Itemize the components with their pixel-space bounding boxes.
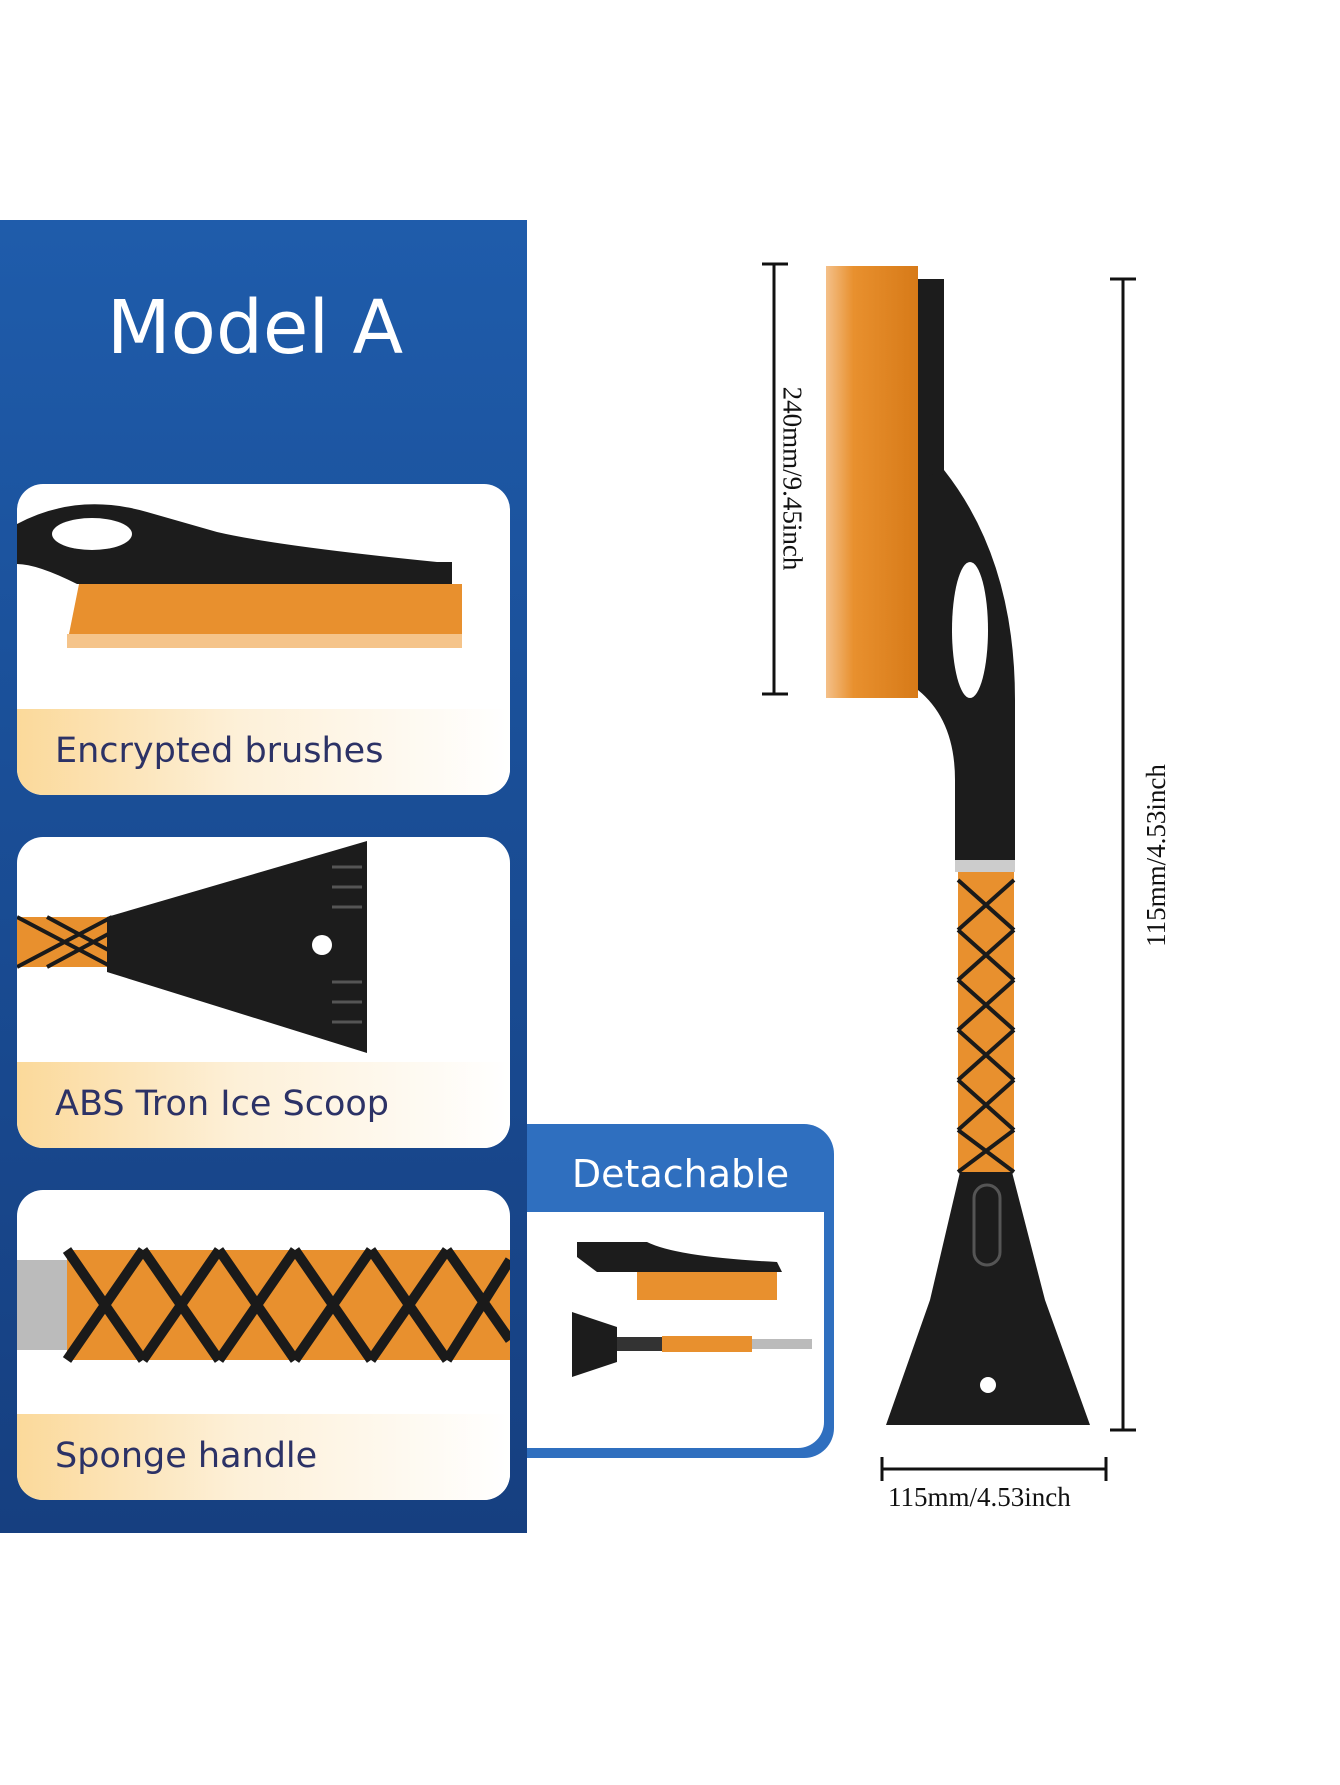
width-dimension-line (880, 1457, 1108, 1481)
total-dimension-line (1110, 277, 1136, 1432)
feature-card-handle: Sponge handle (17, 1190, 510, 1500)
brush-dimension-line (762, 262, 788, 696)
detachable-label: Detachable (571, 1152, 790, 1196)
scraper-width-label: 115mm/4.53inch (888, 1482, 1071, 1512)
feature-card-brush: Encrypted brushes (17, 484, 510, 795)
feature-label: ABS Tron Ice Scoop (55, 1084, 389, 1124)
model-title: Model A (106, 285, 404, 371)
handle-image (17, 1247, 510, 1363)
feature-label: Sponge handle (55, 1436, 318, 1476)
brush-length-label: 240mm/9.45inch (777, 386, 808, 571)
brush-image (17, 504, 462, 648)
total-length-label: 115mm/4.53inch (1140, 764, 1171, 947)
snow-brush-product (826, 266, 1090, 1425)
detachable-card: Detachable (527, 1124, 834, 1458)
detachable-image (572, 1242, 812, 1377)
feature-label: Encrypted brushes (55, 731, 384, 771)
feature-card-scraper: ABS Tron Ice Scoop (17, 837, 510, 1148)
scraper-image (17, 841, 367, 1053)
